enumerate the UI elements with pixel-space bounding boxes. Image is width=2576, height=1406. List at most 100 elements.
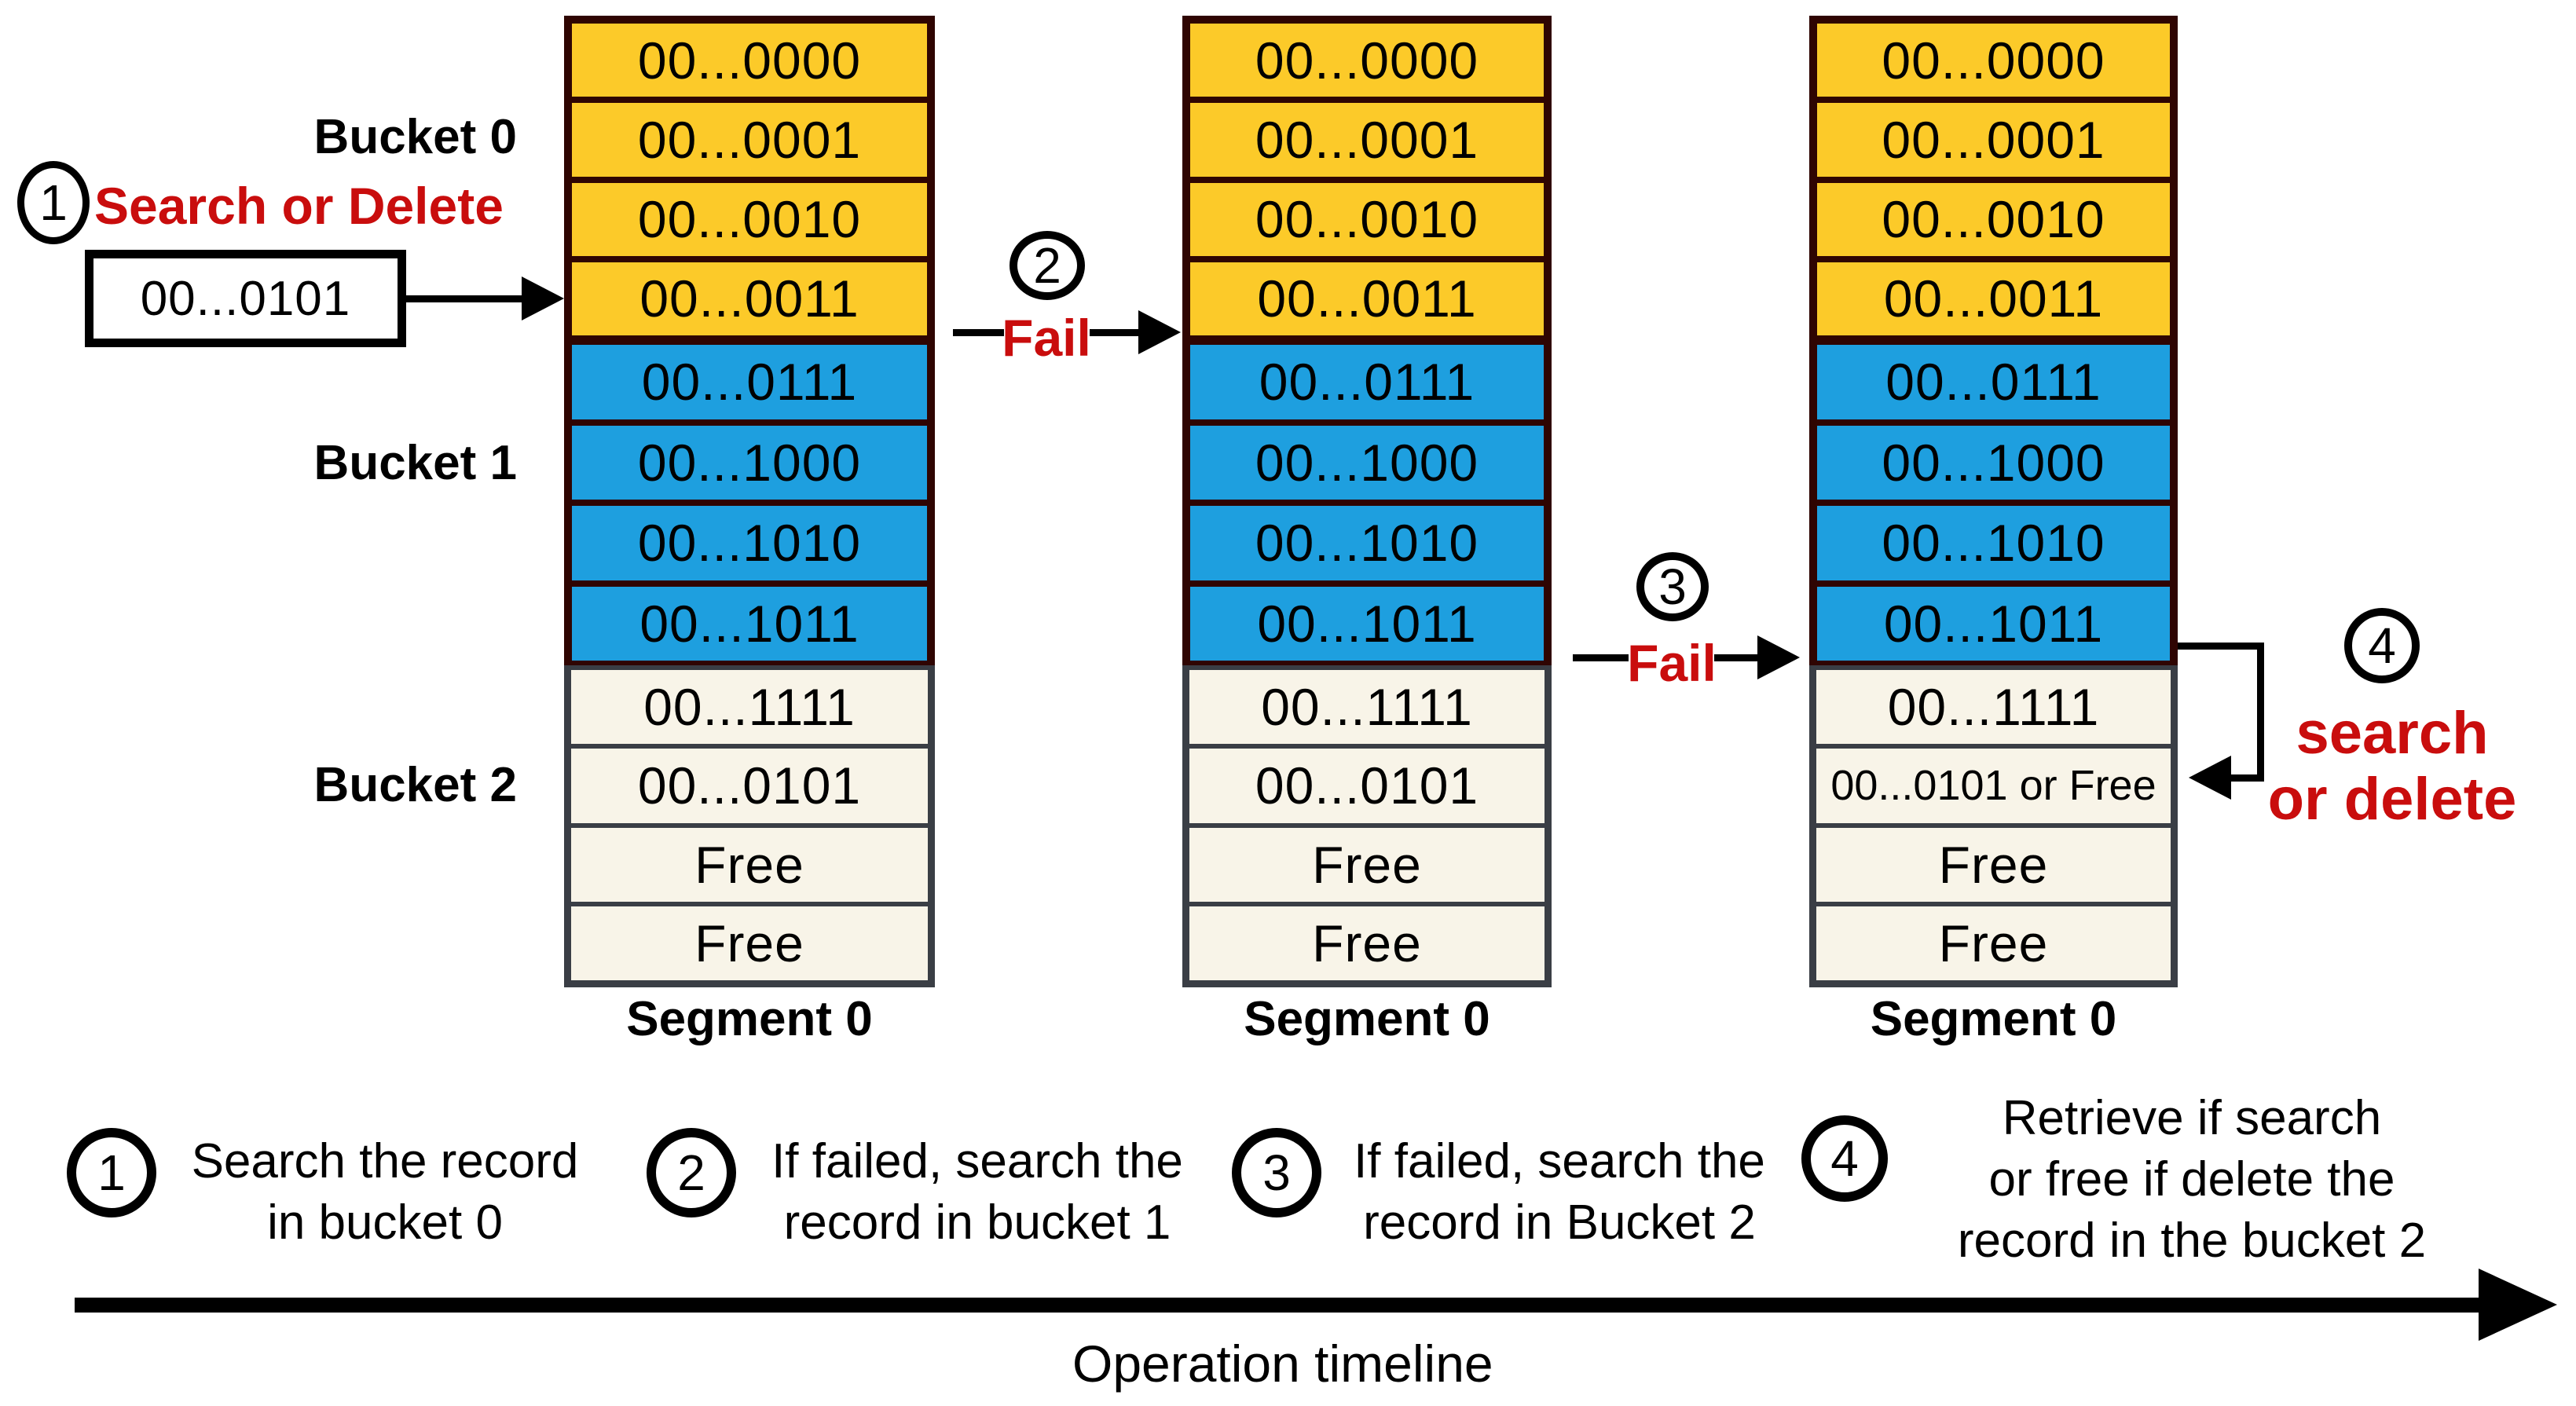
table-row: 00...1011 [1817,586,2170,661]
table-row: Free [571,906,928,980]
table-row: 00...0001 [1190,103,1544,177]
col2-bucket1-block: 00...0111 00...1000 00...1010 00...1011 [1182,340,1552,665]
fail2-label: Fail [1002,309,1091,367]
col1-bucket2-block: 00...1111 00...0101 Free Free [564,665,935,987]
segment-label-2: Segment 0 [1244,992,1490,1046]
table-row: Free [1816,906,2171,980]
legend-circle-1-number: 1 [97,1144,126,1201]
step4-label-line2: or delete [2267,766,2517,833]
col2-bucket2-block: 00...1111 00...0101 Free Free [1182,665,1552,987]
table-row: 00...1011 [572,586,927,661]
step-circle-4-number: 4 [2368,617,2396,674]
table-row: 00...0011 [572,262,927,335]
legend-2-line1: If failed, search the [771,1134,1183,1188]
table-row: 00...0010 [1817,182,2170,256]
legend-circle-2-number: 2 [677,1144,705,1201]
table-row: 00...1010 [1190,506,1544,580]
table-row: 00...1111 [1189,670,1545,745]
fail2-arrow-head-icon [1138,310,1181,354]
step-circle-4: 4 [2344,608,2420,683]
table-row: 00...0101 [1189,749,1545,823]
legend-3-line1: If failed, search the [1354,1134,1765,1188]
legend-text-4: Retrieve if search or free if delete the… [1893,1088,2490,1272]
table-row: Free [571,827,928,902]
legend-circle-4-number: 4 [1830,1130,1859,1187]
bucket-0-label: Bucket 0 [313,110,517,164]
legend-2-line2: record in bucket 1 [783,1195,1171,1250]
table-row: 00...1000 [572,425,927,500]
bucket-1-label: Bucket 1 [313,436,517,490]
fail3-arrow-head-icon [1757,635,1800,679]
table-row: 00...1000 [1817,425,2170,500]
legend-circle-3-number: 3 [1262,1144,1291,1201]
col3-bucket2-block: 00...1111 00...0101 or Free Free Free [1809,665,2178,987]
segment-column-3: 00...0000 00...0001 00...0010 00...0011 … [1809,0,2178,1406]
legend-4-line3: record in the bucket 2 [1957,1214,2427,1268]
table-row: 00...0111 [572,345,927,419]
table-row: 00...0101 [571,749,928,823]
table-row: 00...0101 or Free [1816,749,2171,823]
table-row: Free [1189,827,1545,902]
legend-text-3: If failed, search the record in Bucket 2 [1324,1131,1795,1254]
step-circle-2: 2 [1010,231,1085,300]
table-row: 00...1010 [1817,506,2170,580]
table-row: Free [1189,906,1545,980]
timeline-label: Operation timeline [1072,1335,1493,1393]
segment-label-3: Segment 0 [1870,992,2117,1046]
fail3-label: Fail [1627,634,1717,692]
legend-circle-1: 1 [67,1128,156,1217]
table-row: 00...1111 [571,670,928,745]
table-row: 00...0000 [1817,24,2170,97]
legend-4-line2: or free if delete the [1988,1152,2395,1206]
step4-elbow-top [2178,643,2261,650]
step-circle-1-number: 1 [39,174,68,231]
col3-bucket1-block: 00...0111 00...1000 00...1010 00...1011 [1809,340,2178,665]
legend-circle-3: 3 [1232,1128,1321,1217]
step-circle-2-number: 2 [1033,237,1061,294]
search-key-box: 00...0101 [85,250,406,347]
fail2-line-left [953,329,1004,336]
segment-label-1: Segment 0 [626,992,873,1046]
legend-circle-2: 2 [647,1128,736,1217]
step4-label: search or delete [2263,701,2522,833]
table-row: 00...0011 [1817,262,2170,335]
table-row: 00...0010 [1190,182,1544,256]
legend-text-1: Search the record in bucket 0 [149,1131,621,1254]
step4-label-line1: search [2296,700,2489,767]
step1-arrow-head-icon [522,276,564,320]
table-row: 00...1000 [1190,425,1544,500]
segment-column-2: 00...0000 00...0001 00...0010 00...0011 … [1182,0,1552,1406]
table-row: 00...0000 [572,24,927,97]
table-row: 00...1011 [1190,586,1544,661]
legend-4-line1: Retrieve if search [2002,1091,2382,1145]
step4-elbow-bottom [2223,774,2264,782]
segment-column-1: 00...0000 00...0001 00...0010 00...0011 … [564,0,935,1406]
step4-arrow-head-icon [2189,756,2231,800]
legend-1-line2: in bucket 0 [267,1195,503,1250]
legend-text-2: If failed, search the record in bucket 1 [742,1131,1213,1254]
table-row: 00...0011 [1190,262,1544,335]
table-row: 00...0001 [572,103,927,177]
table-row: 00...0010 [572,182,927,256]
fail3-line-right [1714,654,1760,661]
legend-circle-4: 4 [1801,1115,1888,1202]
fail3-line-left [1573,654,1629,661]
table-row: 00...1111 [1816,670,2171,745]
timeline-arrow-head-icon [2479,1269,2557,1341]
step-circle-3-number: 3 [1658,558,1687,615]
legend-1-line1: Search the record [191,1134,579,1188]
step4-elbow-vertical [2257,643,2264,782]
table-row: 00...0111 [1817,345,2170,419]
timeline-bar [75,1298,2479,1313]
table-row: 00...0111 [1190,345,1544,419]
col2-bucket0-block: 00...0000 00...0001 00...0010 00...0011 [1182,16,1552,340]
fail2-line-right [1090,329,1141,336]
table-row: Free [1816,827,2171,902]
col3-bucket0-block: 00...0000 00...0001 00...0010 00...0011 [1809,16,2178,340]
col1-bucket1-block: 00...0111 00...1000 00...1010 00...1011 [564,340,935,665]
table-row: 00...0000 [1190,24,1544,97]
step-circle-1: 1 [17,161,90,244]
search-key-value: 00...0101 [140,271,351,326]
table-row: 00...1010 [572,506,927,580]
